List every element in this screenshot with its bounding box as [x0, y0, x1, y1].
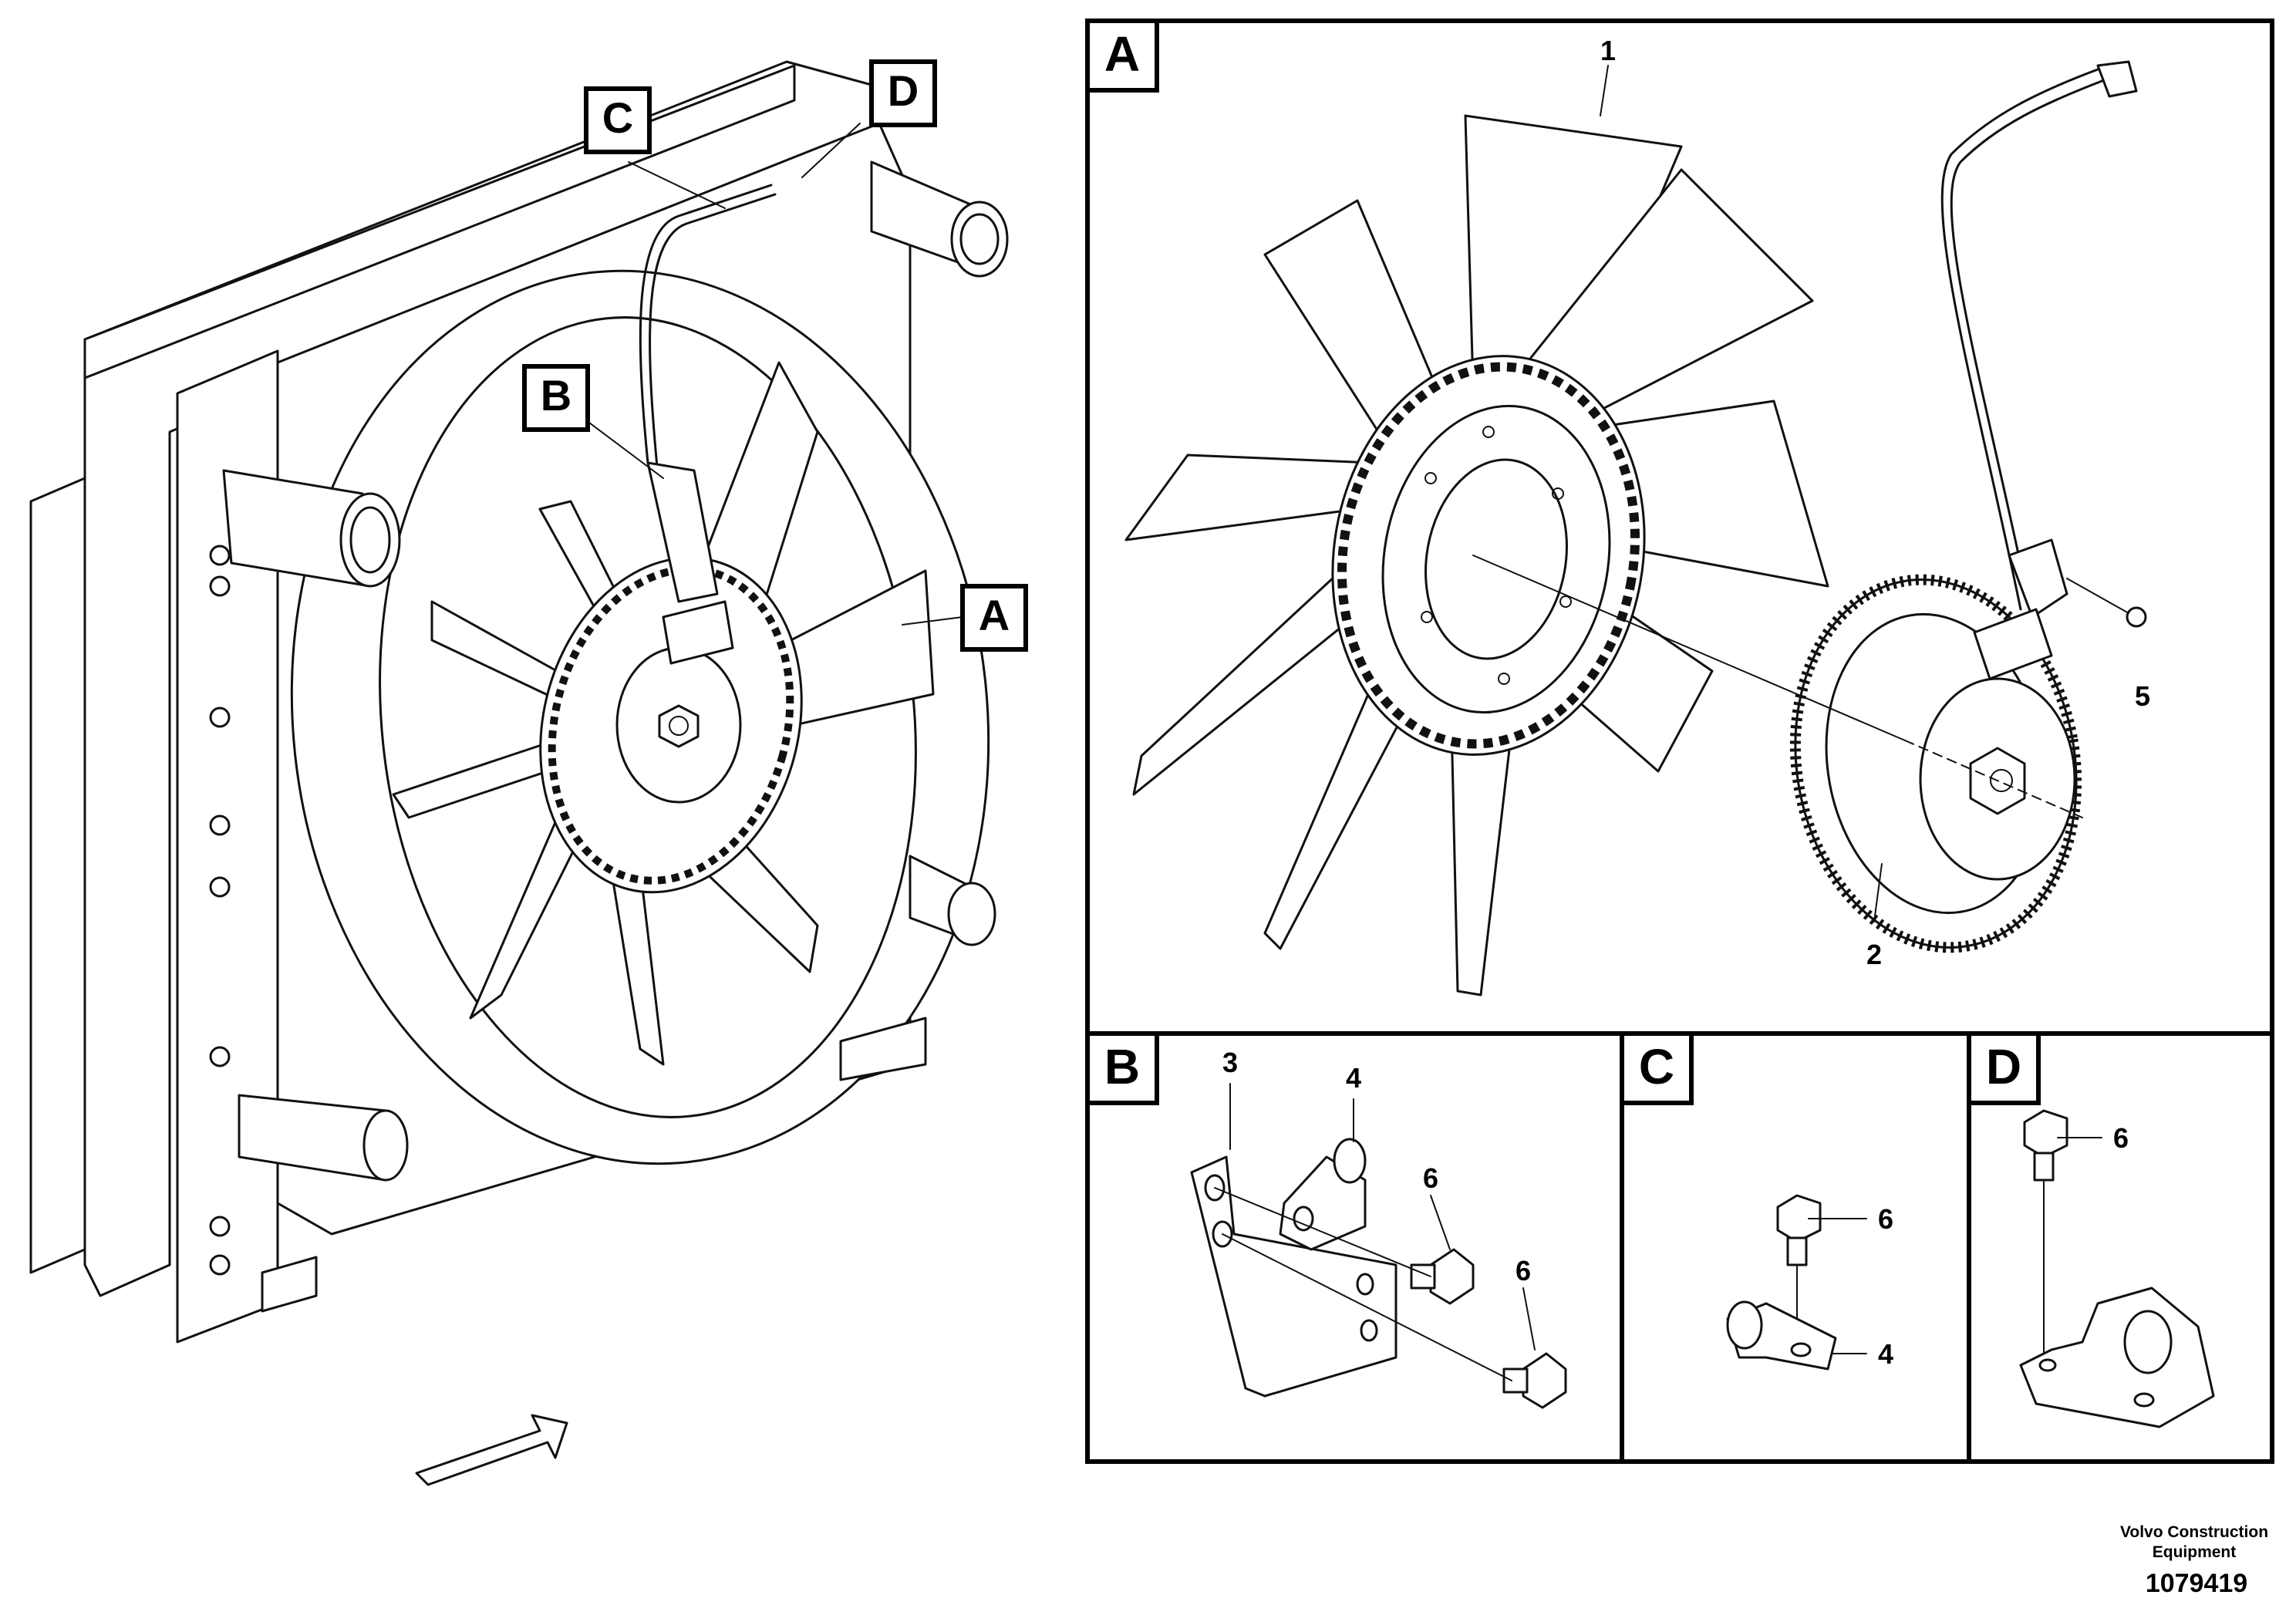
panel-d: D 6 [1967, 1031, 2215, 1428]
callout-a: A [960, 584, 1028, 652]
svg-text:1: 1 [1600, 35, 1616, 66]
svg-text:6: 6 [2113, 1122, 2129, 1154]
callout-c: C [584, 86, 652, 154]
svg-text:4: 4 [1346, 1062, 1361, 1094]
speed-sensor-cable [1940, 60, 2138, 680]
svg-text:C: C [602, 93, 633, 142]
callout-d: D [869, 59, 937, 127]
svg-text:D: D [888, 66, 919, 115]
svg-text:4: 4 [1878, 1338, 1893, 1370]
side-bolts [209, 545, 231, 1276]
viscous-clutch-part-2 [1789, 574, 2082, 953]
bolt-part-6b [1502, 1352, 1567, 1409]
fan-part-1 [1124, 114, 1829, 996]
drawing-number: 1079419 [2146, 1569, 2247, 1598]
svg-text:B: B [1104, 1039, 1140, 1094]
svg-text:2: 2 [1866, 939, 1882, 970]
svg-text:5: 5 [2135, 680, 2150, 712]
svg-text:3: 3 [1222, 1047, 1238, 1078]
clamp-part-4 [1726, 1300, 1867, 1371]
bolt-part-6 [1776, 1194, 1867, 1358]
svg-text:6: 6 [1878, 1203, 1893, 1235]
company-name-line1: Volvo Construction [2120, 1523, 2268, 1541]
airflow-arrow [415, 1414, 568, 1486]
bracket-part-3 [1190, 1155, 1397, 1398]
bolt-part-6a [1410, 1248, 1475, 1305]
bolt-part-6 [2023, 1109, 2102, 1366]
svg-text:6: 6 [1423, 1162, 1438, 1194]
svg-text:6: 6 [1515, 1255, 1531, 1286]
panel-c: C 6 4 [1620, 1031, 1893, 1371]
svg-text:A: A [1104, 26, 1140, 82]
svg-text:D: D [1986, 1039, 2021, 1094]
company-name-line2: Equipment [2153, 1543, 2237, 1561]
callout-b: B [522, 364, 590, 432]
bolt-part-5 [2066, 578, 2147, 628]
svg-text:A: A [979, 591, 1010, 639]
radiator-assembly-drawing [29, 60, 1009, 1344]
panel-b: B 3 4 6 6 [1085, 1031, 1567, 1409]
clamp-part-4 [1279, 1138, 1367, 1251]
panel-a: A [1085, 19, 2150, 996]
mounting-plate [2019, 1286, 2215, 1428]
svg-text:C: C [1639, 1039, 1674, 1094]
footer: Volvo Construction Equipment 1079419 [2120, 1523, 2268, 1598]
svg-text:B: B [541, 371, 571, 420]
